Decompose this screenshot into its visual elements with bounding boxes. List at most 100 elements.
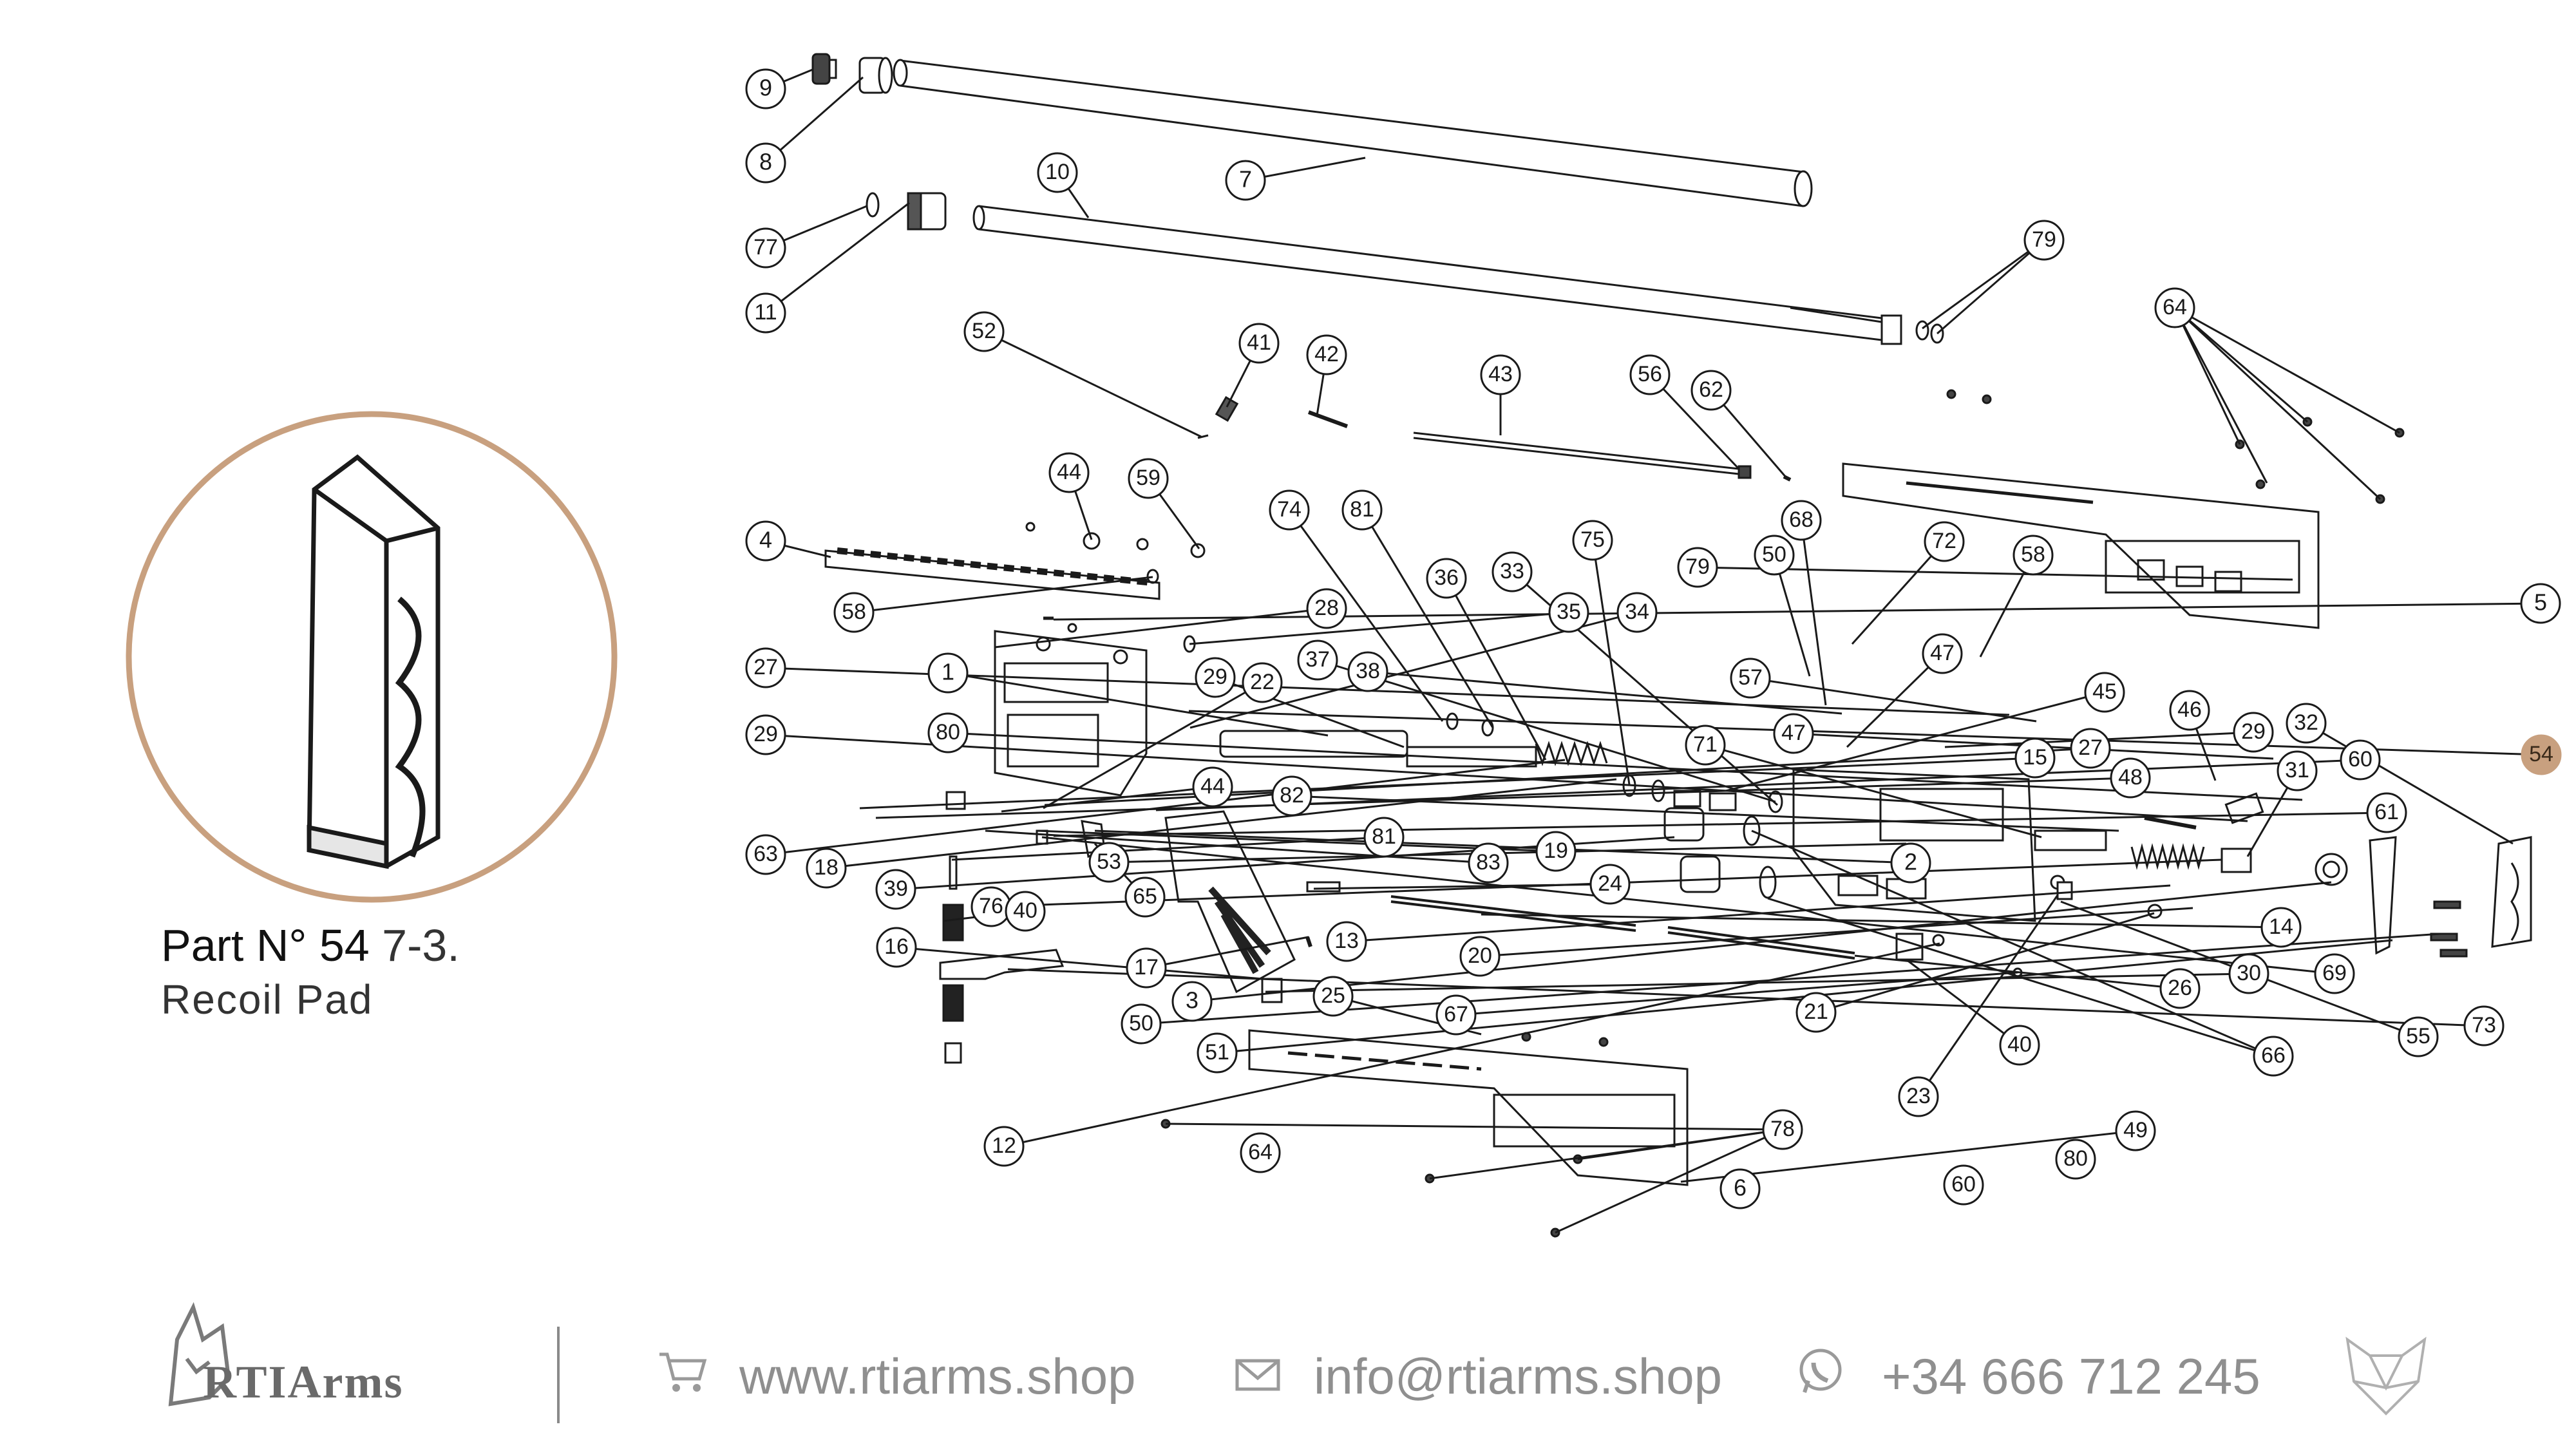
callout-bubble — [1242, 662, 1283, 703]
leader-line — [947, 672, 1329, 737]
leader-line — [1367, 670, 1842, 715]
leader-line — [1053, 602, 2541, 621]
leader-line — [1917, 895, 2059, 1097]
callout-number: 58 — [842, 600, 866, 624]
callout-bubble — [1195, 657, 1236, 698]
receiver-1 — [994, 630, 1148, 797]
callout-number: 78 — [1770, 1117, 1795, 1141]
callout-number: 37 — [1305, 647, 1330, 672]
callout-bubble — [833, 592, 875, 633]
leader-line — [983, 330, 1202, 438]
callout-number: 35 — [1557, 600, 1581, 624]
part-name: Recoil Pad — [161, 976, 374, 1023]
callout-bubble — [2314, 953, 2355, 994]
callout-number: 34 — [1625, 600, 1649, 624]
callout-number: 15 — [2023, 745, 2047, 770]
callout-number: 42 — [1314, 342, 1339, 366]
leader-line — [1043, 681, 1263, 810]
adapter-11 — [907, 192, 947, 231]
callout-bubble — [1754, 535, 1795, 576]
lynx-logo-icon — [168, 1302, 231, 1406]
callout-number: 40 — [2007, 1032, 2032, 1057]
leader-line — [765, 759, 1566, 856]
leader-line — [1591, 540, 1631, 785]
leader-line — [1041, 836, 2335, 975]
callout-number: 22 — [1250, 670, 1274, 694]
callout-bubble — [1225, 160, 1266, 201]
picatinny-rail-4 — [824, 547, 1160, 600]
callout-bubble — [1468, 842, 1509, 884]
leader-line — [1313, 883, 1611, 890]
leader-line — [1750, 677, 2037, 723]
callout-bubble — [1269, 489, 1310, 531]
leader-line — [1053, 811, 2387, 837]
barrel-tube-7 — [893, 59, 1813, 207]
leader-line — [1906, 958, 2020, 1046]
callout-number: 2 — [1904, 849, 1917, 875]
callout-number: 81 — [1372, 824, 1396, 849]
callout-bubble — [745, 142, 786, 184]
leader-line — [1922, 239, 2045, 330]
callout-bubble — [745, 834, 786, 875]
callout-number: 68 — [1789, 507, 1814, 532]
leader-line — [2174, 307, 2308, 423]
callout-number: 29 — [1203, 665, 1227, 689]
callout-number: 7 — [1239, 166, 1252, 193]
callout-bubble — [1048, 452, 1090, 493]
callout-bubble — [2159, 968, 2201, 1009]
callout-number: 74 — [1277, 497, 1302, 522]
leader-line — [2306, 722, 2514, 845]
callout-bubble — [2366, 792, 2407, 833]
callout-bubble — [1685, 724, 1726, 766]
callout-bubble — [2398, 1016, 2439, 1057]
email-link[interactable]: info@rtiarms.shop — [1314, 1348, 1723, 1405]
callout-number: 50 — [1129, 1011, 1153, 1036]
callout-bubble — [1005, 891, 1046, 932]
leader-line — [1697, 566, 2293, 581]
callout-number: 47 — [1930, 641, 1955, 665]
detail-circle — [126, 411, 618, 903]
callout-bubble — [2463, 1005, 2505, 1046]
callout-bubble — [1306, 334, 1347, 375]
shopping-cart-icon — [659, 1352, 707, 1392]
callout-bubble — [1773, 713, 1814, 754]
leader-line — [875, 777, 2131, 819]
callout-number: 59 — [1136, 466, 1160, 490]
callout-bubble — [745, 227, 786, 269]
leader-line — [1751, 829, 2274, 1057]
callout-number: 17 — [1134, 955, 1159, 980]
callout-bubble — [745, 714, 786, 755]
leader-line — [1846, 652, 1944, 748]
callout-bubble — [1922, 633, 1963, 674]
callout-bubble — [2233, 712, 2274, 753]
callout-number: 44 — [1057, 460, 1081, 484]
callout-bubble — [2521, 734, 2562, 775]
callout-number: 82 — [1280, 783, 1304, 808]
callout-number: 40 — [1013, 898, 1037, 923]
leader-line — [1851, 540, 1946, 645]
callout-bubble — [983, 1126, 1025, 1167]
callout-number: 29 — [2241, 719, 2266, 744]
part-ref: 7-3. — [382, 920, 460, 971]
leader-line — [1036, 829, 1557, 853]
callout-bubble — [1238, 323, 1280, 364]
callout-number: 18 — [814, 855, 838, 880]
callout-bubble — [1616, 592, 1658, 633]
callout-bubble — [2277, 750, 2318, 791]
brand-name: RTIArms — [203, 1356, 404, 1408]
callout-number: 14 — [2269, 914, 2293, 939]
callout-number: 43 — [1488, 362, 1513, 386]
callout-number: 16 — [884, 934, 909, 959]
callout-bubble — [1890, 842, 1931, 884]
callout-number: 27 — [753, 655, 778, 679]
callout-bubble — [876, 927, 917, 968]
callout-number: 8 — [759, 149, 772, 175]
callout-bubble — [745, 647, 786, 688]
callout-bubble — [1999, 1025, 2040, 1066]
callout-bubble — [1347, 651, 1388, 692]
barrel-10 — [972, 205, 1902, 345]
website-link[interactable]: www.rtiarms.shop — [739, 1348, 1136, 1405]
callout-bubble — [1363, 817, 1405, 858]
